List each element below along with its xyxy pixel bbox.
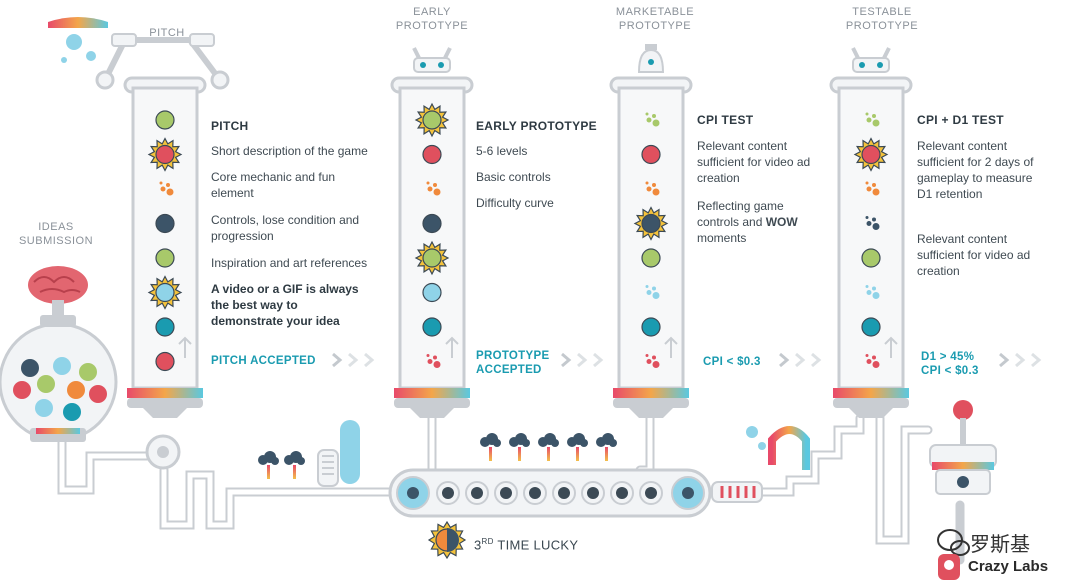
pitch-item-4: Inspiration and art references — [211, 256, 368, 270]
pitch-accepted: PITCH ACCEPTED — [211, 355, 316, 367]
fountain-right-icon — [746, 426, 810, 470]
tube-0 — [123, 76, 207, 418]
pitch-item-3: Controls, lose condition and progression — [211, 213, 360, 243]
cloud-spray-icon — [258, 451, 279, 479]
wechat-icon — [937, 529, 970, 556]
coil-icon — [711, 481, 763, 503]
d1-item-2: Relevant content sufficient for video ad… — [917, 232, 1031, 278]
label-pitch-top: PITCH — [149, 27, 185, 39]
tube-3 — [829, 76, 913, 418]
pitch-item-2: Core mechanic and fun element — [211, 170, 336, 200]
pitch-highlight: A video or a GIF is always the best way … — [211, 282, 359, 328]
tube-cap-0 — [412, 47, 452, 73]
cloud-spray-icon — [509, 433, 530, 461]
d1-accepted-1: D1 > 45% — [921, 351, 975, 363]
early-item-3: Difficulty curve — [476, 196, 554, 210]
cpi-accepted: CPI < $0.3 — [703, 356, 761, 368]
joystick-icon — [929, 400, 997, 495]
label-marketable-top: MARKETABLE PROTOTYPE — [615, 6, 695, 32]
watermark-brand: Crazy Labs — [968, 558, 1049, 575]
valve-icon — [145, 434, 181, 470]
brain-icon — [28, 266, 88, 315]
pitch-heading: PITCH — [211, 119, 249, 133]
early-heading: EARLY PROTOTYPE — [476, 119, 597, 133]
d1-accepted-2: CPI < $0.3 — [921, 365, 979, 377]
early-item-1: 5-6 levels — [476, 144, 528, 158]
pitch-item-1: Short description of the game — [211, 144, 368, 158]
cloud-spray-icon — [284, 451, 305, 479]
lucky-label: 3RD TIME LUCKY — [474, 537, 579, 553]
label-early-top: EARLY PROTOTYPE — [395, 6, 469, 32]
tube-cap-2 — [851, 47, 891, 73]
crane-joints — [95, 33, 230, 90]
fountain-icon — [48, 17, 108, 63]
conveyor-belt — [388, 468, 712, 518]
label-ideas: IDEAS SUBMISSION — [18, 221, 94, 247]
cpi-item-2: Reflecting game controls and WOW moments — [697, 199, 798, 245]
cloud-spray-icon — [567, 433, 588, 461]
cloud-spray-icon — [538, 433, 559, 461]
cpi-item-1: Relevant content sufficient for video ad… — [697, 139, 811, 185]
d1-heading: CPI + D1 TEST — [917, 113, 1004, 127]
tube-2 — [609, 76, 693, 418]
early-accepted: PROTOTYPE ACCEPTED — [476, 350, 550, 376]
watermark-chinese: 罗斯基 — [970, 534, 1030, 556]
gumball-machine-icon — [0, 315, 118, 442]
label-testable-top: TESTABLE PROTOTYPE — [845, 6, 919, 32]
tube-1 — [390, 76, 474, 418]
cloud-spray-icon — [596, 433, 617, 461]
crazylabs-logo-icon — [938, 554, 960, 580]
d1-item-1: Relevant content sufficient for 2 days o… — [917, 139, 1034, 201]
early-item-2: Basic controls — [476, 170, 551, 184]
spring-icon — [317, 420, 360, 487]
lucky-sun-icon — [427, 520, 467, 560]
cloud-spray-icon — [480, 433, 501, 461]
tube-cap-1 — [637, 44, 665, 73]
cpi-heading: CPI TEST — [697, 113, 754, 127]
crane-arm-icon — [102, 37, 223, 83]
